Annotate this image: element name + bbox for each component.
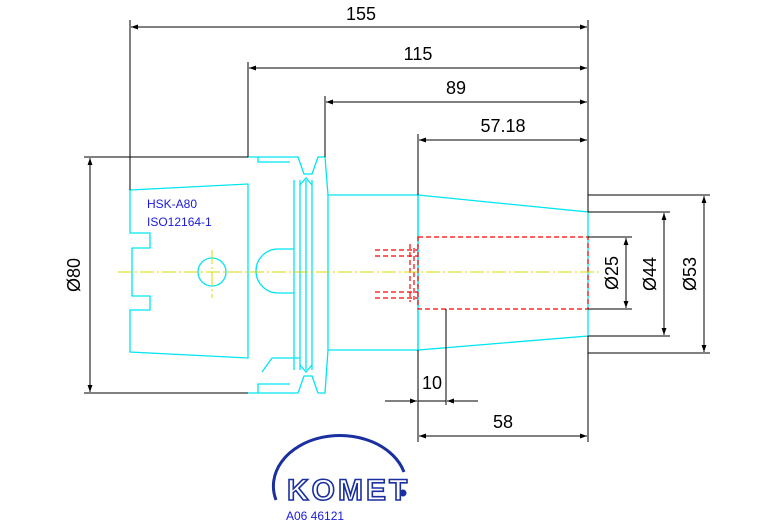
dim-57-label: 57.18 <box>480 116 525 136</box>
standard-note: ISO12164-1 <box>147 215 212 229</box>
komet-logo: KOMET A06 46121 <box>271 433 410 523</box>
keyway <box>255 248 294 294</box>
dim-58-label: 58 <box>493 412 513 432</box>
logo-arc <box>271 433 406 501</box>
logo-brand: KOMET <box>287 474 410 507</box>
hidden-bore <box>375 236 589 310</box>
shank-type-note: HSK-A80 <box>147 197 197 211</box>
hsk-shank <box>129 183 249 359</box>
dim-10-label: 10 <box>422 373 442 393</box>
centerlines <box>118 250 600 298</box>
dim-115-label: 115 <box>404 44 433 64</box>
dim-44-label: Ø44 <box>640 257 660 291</box>
dimension-lines <box>84 20 710 442</box>
dim-89-label: 89 <box>446 78 466 98</box>
tool-outline <box>129 156 589 394</box>
dim-25-label: Ø25 <box>602 256 622 290</box>
drive-slot-top <box>257 157 290 163</box>
drive-slot-bottom <box>257 383 290 393</box>
dim-155-label: 155 <box>346 4 376 24</box>
logo-dot-icon <box>399 489 407 497</box>
dim-80-label: Ø80 <box>64 258 84 292</box>
dim-53-label: Ø53 <box>680 257 700 291</box>
article-code: A06 46121 <box>286 509 344 523</box>
